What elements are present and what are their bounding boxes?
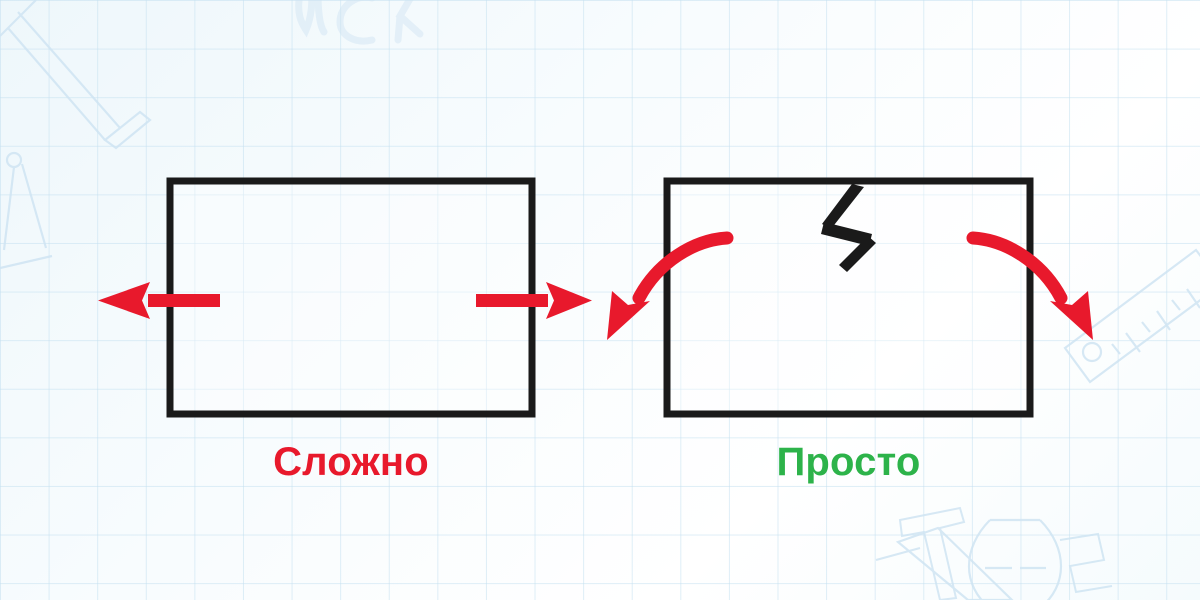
arrow-right-outward — [476, 282, 592, 319]
caption-left: Сложно — [273, 440, 429, 484]
caption-right: Просто — [776, 440, 921, 484]
panel-left — [98, 177, 592, 418]
box-left — [166, 177, 536, 418]
arrow-left-outward — [98, 282, 220, 319]
lightning-bolt — [821, 184, 876, 272]
arrow-curved-left-down — [607, 231, 734, 340]
box-right — [663, 177, 1034, 418]
arrow-curved-right-down — [966, 231, 1093, 340]
panel-right — [607, 177, 1093, 418]
